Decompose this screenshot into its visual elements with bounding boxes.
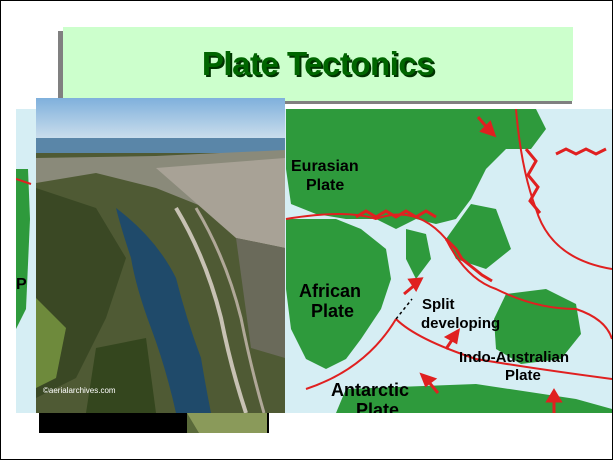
label-african-plate: African — [299, 281, 361, 301]
label-indo-australian-plate: Plate — [505, 367, 541, 384]
label-eurasian-plate: Plate — [306, 177, 344, 194]
label-split-developing: developing — [421, 315, 500, 332]
motion-arrow — [545, 388, 563, 413]
label-antarctic-plate: Plate — [356, 400, 399, 413]
motion-arrow — [443, 328, 461, 350]
photo-credit: ©aerialarchives.com — [43, 386, 116, 395]
africa-landmass — [286, 219, 391, 369]
label-eurasian-plate: Eurasian — [291, 158, 359, 175]
antarctica-landmass — [336, 384, 612, 413]
motion-arrow — [419, 372, 440, 394]
motion-arrow — [476, 116, 497, 138]
asia-east-landmass — [446, 204, 511, 269]
subduction-zone — [524, 148, 542, 214]
aerial-photo — [36, 98, 285, 413]
eurasia-landmass — [286, 109, 546, 229]
label-partial-left: P — [16, 276, 27, 293]
india-landmass — [406, 229, 431, 279]
subduction-zone — [444, 237, 493, 283]
subduction-zone — [555, 147, 607, 156]
plate-boundary — [285, 213, 612, 340]
motion-arrow — [403, 277, 424, 296]
label-antarctic-plate: Antarctic — [331, 380, 409, 400]
plate-boundary — [305, 318, 397, 390]
title-box: Plate Tectonics — [63, 27, 573, 101]
split-dashed-line — [395, 298, 413, 320]
photo-bottom-strip — [39, 413, 269, 433]
slide-title: Plate Tectonics — [201, 45, 435, 82]
left-edge-landmass — [16, 169, 30, 329]
label-indo-australian-plate: Indo-Australian — [459, 349, 569, 366]
label-african-plate: Plate — [311, 301, 354, 321]
plate-boundary — [395, 318, 612, 380]
subduction-zone — [355, 209, 437, 219]
label-split-developing: Split — [422, 296, 455, 313]
plate-boundary — [16, 178, 32, 185]
